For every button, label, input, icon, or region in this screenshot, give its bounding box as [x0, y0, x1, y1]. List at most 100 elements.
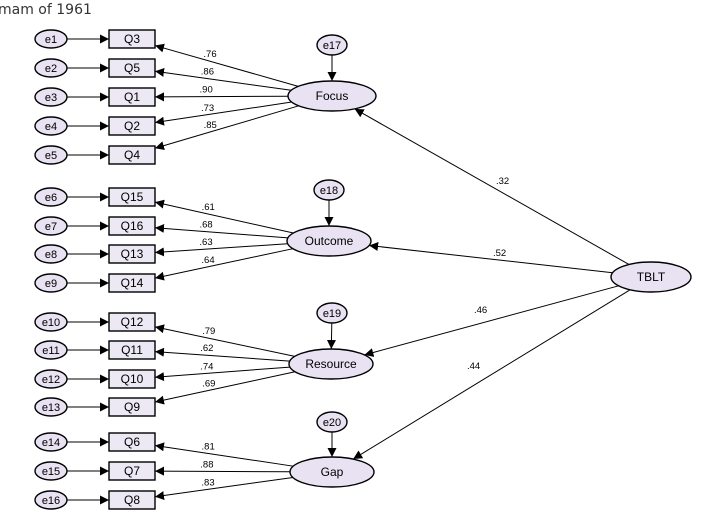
error-label-e14: e14	[42, 437, 60, 449]
indicator-label-q10: Q10	[121, 372, 144, 386]
loading-arrow-resource-q11	[154, 347, 290, 362]
path-coef-tblt-outcome: .52	[493, 248, 506, 259]
disturbance-label-e17: e17	[323, 40, 341, 52]
indicator-label-q1: Q1	[124, 90, 140, 104]
loading-focus-q4: .85	[204, 120, 217, 131]
loading-outcome-q15: .61	[202, 202, 215, 213]
loading-arrow-focus-q2	[154, 101, 292, 126]
indicator-label-q14: Q14	[121, 276, 144, 290]
loading-outcome-q14: .64	[201, 255, 214, 266]
indicator-label-q12: Q12	[121, 315, 144, 329]
latent-label-resource: Resource	[305, 357, 357, 371]
error-e1: e1	[34, 29, 68, 49]
loading-resource-q11: .62	[200, 343, 213, 354]
disturbance-label-e20: e20	[323, 417, 341, 429]
path-arrow-tblt-gap	[352, 289, 631, 460]
error-e5: e5	[34, 145, 68, 165]
indicator-label-q8: Q8	[124, 493, 140, 507]
latent-label-focus: Focus	[316, 89, 349, 103]
error-label-e7: e7	[45, 221, 57, 233]
latent-outcome: Outcome	[286, 225, 372, 257]
indicator-label-q11: Q11	[121, 343, 143, 357]
loading-arrow-focus-q4	[154, 105, 299, 150]
disturbance-arrow-e19	[326, 322, 336, 350]
error-e10: e10	[34, 312, 68, 332]
indicator-label-q16: Q16	[121, 219, 144, 233]
indicator-label-q9: Q9	[124, 400, 140, 414]
error-e3: e3	[34, 87, 68, 107]
error-e15: e15	[34, 461, 68, 481]
error-label-e10: e10	[42, 317, 60, 329]
error-label-e9: e9	[45, 278, 57, 290]
path-coef-tblt-focus: .32	[496, 176, 509, 187]
indicator-q15: Q15	[108, 187, 156, 207]
error-e6: e6	[34, 187, 68, 207]
error-e2: e2	[34, 58, 68, 78]
latent-label-outcome: Outcome	[305, 234, 354, 248]
disturbance-e19: e19	[316, 302, 348, 324]
path-coef-tblt-gap: .44	[467, 361, 480, 372]
loading-arrow-gap-q8	[154, 476, 293, 500]
loading-resource-q12: .79	[202, 326, 215, 337]
loading-arrow-focus-q1	[154, 92, 289, 102]
indicator-label-q4: Q4	[124, 148, 140, 162]
error-label-e2: e2	[45, 63, 57, 75]
indicator-q3: Q3	[108, 29, 156, 49]
path-arrows	[67, 34, 631, 505]
loading-resource-q9: .69	[202, 379, 215, 390]
indicator-q12: Q12	[108, 312, 156, 332]
indicator-label-q15: Q15	[121, 190, 144, 204]
loading-gap-q6: .81	[202, 441, 215, 452]
error-e4: e4	[34, 116, 68, 136]
error-label-e13: e13	[42, 402, 60, 414]
latent-focus: Focus	[287, 80, 377, 112]
disturbance-label-e19: e19	[323, 308, 341, 320]
indicator-label-q5: Q5	[124, 61, 140, 75]
loading-resource-q10: .74	[200, 361, 213, 372]
loading-gap-q7: .88	[200, 459, 213, 470]
indicator-q4: Q4	[108, 145, 156, 165]
error-e14: e14	[34, 432, 68, 452]
error-e16: e16	[34, 490, 68, 510]
loading-arrow-outcome-q16	[154, 223, 288, 239]
indicator-q10: Q10	[108, 369, 156, 389]
indicator-label-q13: Q13	[121, 247, 144, 261]
indicator-q8: Q8	[108, 490, 156, 510]
indicator-q13: Q13	[108, 244, 156, 264]
loading-arrow-resource-q10	[154, 366, 290, 382]
loading-arrow-focus-q5	[154, 68, 292, 91]
loading-arrow-focus-q3	[154, 43, 299, 87]
error-e8: e8	[34, 244, 68, 264]
error-e11: e11	[34, 340, 68, 360]
loading-focus-q2: .73	[201, 103, 214, 114]
indicator-q6: Q6	[108, 432, 156, 452]
latent-resource: Resource	[288, 348, 374, 380]
error-label-e16: e16	[42, 495, 60, 507]
loading-arrow-resource-q12	[154, 324, 295, 357]
path-arrow-tblt-outcome	[369, 242, 613, 274]
error-e12: e12	[34, 369, 68, 389]
indicator-label-q2: Q2	[124, 119, 140, 133]
indicator-q9: Q9	[108, 397, 156, 417]
indicator-q16: Q16	[108, 216, 156, 236]
error-label-e5: e5	[45, 150, 57, 162]
indicator-q11: Q11	[108, 340, 156, 360]
error-e9: e9	[34, 273, 68, 293]
error-label-e11: e11	[42, 345, 60, 357]
loading-arrow-gap-q6	[154, 442, 294, 467]
latent-gap: Gap	[289, 456, 375, 488]
error-label-e15: e15	[42, 466, 60, 478]
loading-focus-q1: .90	[200, 85, 213, 96]
error-e7: e7	[34, 216, 68, 236]
error-label-e3: e3	[45, 92, 57, 104]
path-arrow-tblt-resource	[364, 285, 619, 357]
latent-tblt: TBLT	[610, 261, 692, 293]
error-e13: e13	[34, 397, 68, 417]
indicator-q2: Q2	[108, 116, 156, 136]
loading-arrow-outcome-q15	[154, 199, 294, 234]
loading-outcome-q16: .68	[200, 220, 213, 231]
error-label-e8: e8	[45, 249, 57, 261]
path-coef-tblt-resource: .46	[474, 305, 487, 316]
